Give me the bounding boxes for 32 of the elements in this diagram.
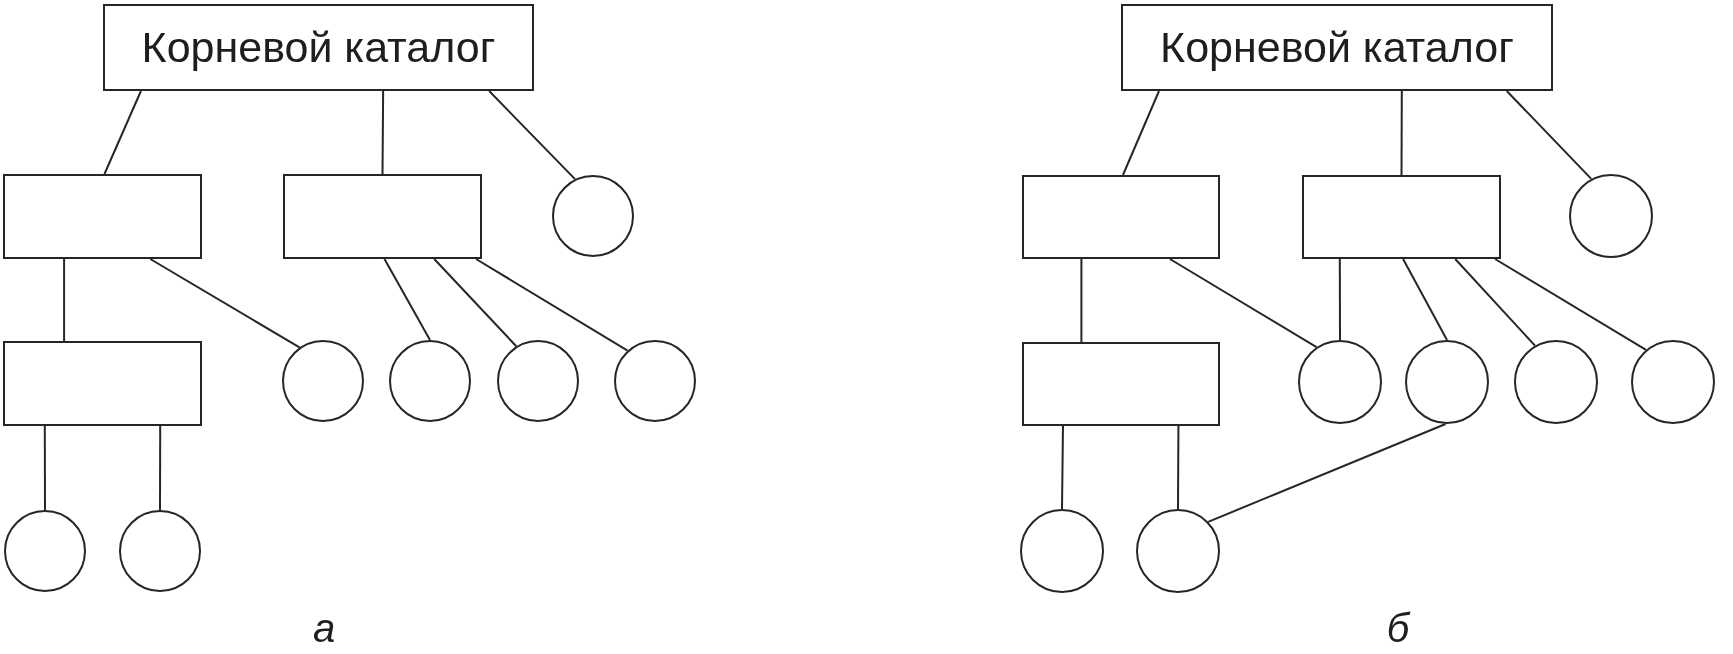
connector-line xyxy=(433,258,518,348)
connector-line xyxy=(383,258,431,341)
connector-line xyxy=(1080,258,1083,343)
connector-line xyxy=(1207,422,1447,523)
connector-line xyxy=(149,258,301,349)
connector-line xyxy=(1061,425,1064,510)
root-directory-box: Корневой каталог xyxy=(103,4,534,91)
connector-line xyxy=(1400,90,1403,176)
connector-line xyxy=(381,90,385,175)
connector-line xyxy=(1338,258,1341,341)
connector-line xyxy=(1122,90,1160,176)
rectangle-node xyxy=(1022,342,1220,426)
connector-line xyxy=(1168,258,1318,349)
rectangle-node xyxy=(3,174,202,259)
connector-line xyxy=(43,425,46,511)
panel-label: б xyxy=(1386,608,1410,648)
panel-label: а xyxy=(312,608,336,648)
connector-line xyxy=(1177,425,1180,510)
connector-line xyxy=(475,258,629,352)
connector-line xyxy=(1505,90,1593,180)
rectangle-node xyxy=(3,341,202,426)
root-directory-box: Корневой каталог xyxy=(1121,4,1553,91)
connector-line xyxy=(1454,258,1536,347)
rectangle-node xyxy=(283,174,482,259)
connector-line xyxy=(103,90,142,175)
rectangle-node xyxy=(1302,175,1501,259)
connector-line xyxy=(63,258,66,342)
connector-line xyxy=(1402,258,1448,341)
connector-line xyxy=(159,425,162,511)
connector-line xyxy=(1494,258,1647,351)
rectangle-node xyxy=(1022,175,1220,259)
connector-line xyxy=(488,90,577,181)
